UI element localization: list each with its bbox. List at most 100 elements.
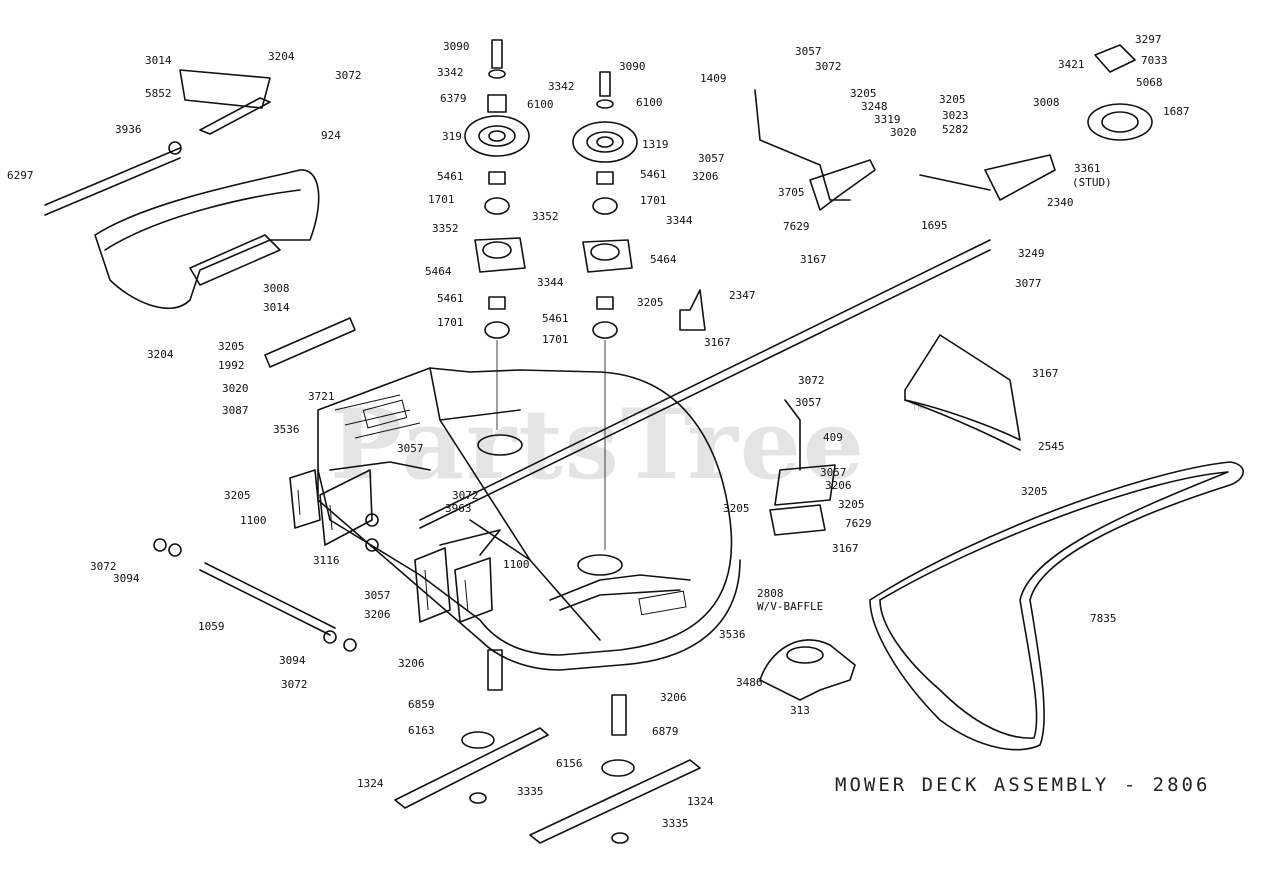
part-label: 3352 bbox=[432, 222, 459, 235]
part-label: 3057 bbox=[795, 396, 822, 409]
part-label: 5461 bbox=[437, 170, 464, 183]
part-label: 3249 bbox=[1018, 247, 1045, 260]
anti-scalp-rod bbox=[153, 317, 357, 652]
right-spindle bbox=[496, 71, 638, 550]
part-label: 3057 bbox=[795, 45, 822, 58]
part-label: 1687 bbox=[1163, 105, 1190, 118]
blades bbox=[394, 649, 701, 844]
part-label: 5282 bbox=[942, 123, 969, 136]
part-label: 3094 bbox=[279, 654, 306, 667]
part-label: 6100 bbox=[527, 98, 554, 111]
part-label: 5464 bbox=[650, 253, 677, 266]
part-label: 3167 bbox=[832, 542, 859, 555]
part-label: 3205 bbox=[850, 87, 877, 100]
part-label: 2808 bbox=[757, 587, 784, 600]
part-label: 3248 bbox=[861, 100, 888, 113]
part-label: 6163 bbox=[408, 724, 435, 737]
part-label: 5461 bbox=[437, 292, 464, 305]
part-labels: 3090 3342 6379 6100 319 5461 1701 3352 5… bbox=[7, 33, 1190, 830]
part-label: 3072 bbox=[452, 489, 479, 502]
part-label: 3205 bbox=[224, 489, 251, 502]
part-label: 3090 bbox=[619, 60, 646, 73]
part-label: 3486 bbox=[736, 676, 763, 689]
part-label: 1100 bbox=[503, 558, 530, 571]
part-label: 3087 bbox=[222, 404, 249, 417]
part-label: 319 bbox=[442, 130, 462, 143]
part-label: 6859 bbox=[408, 698, 435, 711]
part-label: 924 bbox=[321, 129, 341, 142]
part-label: 1409 bbox=[700, 72, 727, 85]
part-label: 3342 bbox=[437, 66, 464, 79]
part-label: 3342 bbox=[548, 80, 575, 93]
part-label: 3721 bbox=[308, 390, 335, 403]
part-label: 5068 bbox=[1136, 76, 1163, 89]
part-label: 3206 bbox=[692, 170, 719, 183]
part-label: 7629 bbox=[783, 220, 810, 233]
part-label: 3204 bbox=[147, 348, 174, 361]
part-label: 3705 bbox=[778, 186, 805, 199]
part-label: 3963 bbox=[445, 502, 472, 515]
part-label: 3361 bbox=[1074, 162, 1101, 175]
part-label: 3344 bbox=[537, 276, 564, 289]
part-label: 3205 bbox=[939, 93, 966, 106]
part-label: 1701 bbox=[640, 194, 667, 207]
part-label: 3072 bbox=[335, 69, 362, 82]
part-label: 3352 bbox=[532, 210, 559, 223]
part-label: 3205 bbox=[723, 502, 750, 515]
part-label: (STUD) bbox=[1072, 176, 1112, 189]
part-label: 1695 bbox=[921, 219, 948, 232]
part-label: 7835 bbox=[1090, 612, 1117, 625]
front-brackets bbox=[289, 469, 501, 623]
part-label: 3421 bbox=[1058, 58, 1085, 71]
part-label: 3057 bbox=[820, 466, 847, 479]
part-label: 3116 bbox=[313, 554, 340, 567]
part-label: 3057 bbox=[364, 589, 391, 602]
right-linkage bbox=[419, 89, 1056, 529]
part-label: 3205 bbox=[1021, 485, 1048, 498]
part-label: 6297 bbox=[7, 169, 34, 182]
deck-housing bbox=[317, 367, 741, 671]
part-label: 5461 bbox=[542, 312, 569, 325]
part-label: 1992 bbox=[218, 359, 245, 372]
part-label: 3072 bbox=[798, 374, 825, 387]
part-label: 3335 bbox=[662, 817, 689, 830]
part-label: 3057 bbox=[698, 152, 725, 165]
part-label: 7033 bbox=[1141, 54, 1168, 67]
part-label: 3206 bbox=[398, 657, 425, 670]
belt-guard bbox=[904, 334, 1021, 451]
part-label: 3205 bbox=[637, 296, 664, 309]
gear-cover bbox=[759, 639, 856, 701]
part-label: 3020 bbox=[890, 126, 917, 139]
idler-pulley bbox=[1087, 44, 1153, 141]
part-label: 409 bbox=[823, 431, 843, 444]
drive-belt bbox=[869, 461, 1244, 751]
part-label: 3536 bbox=[719, 628, 746, 641]
part-label: 3167 bbox=[1032, 367, 1059, 380]
part-label: 1059 bbox=[198, 620, 225, 633]
part-label: 3319 bbox=[874, 113, 901, 126]
left-spindle bbox=[464, 39, 530, 339]
part-label: 3023 bbox=[942, 109, 969, 122]
part-label: 2347 bbox=[729, 289, 756, 302]
part-label: 3020 bbox=[222, 382, 249, 395]
watermark-text: PartsTree bbox=[330, 388, 866, 501]
part-label: 3536 bbox=[273, 423, 300, 436]
rear-bracket bbox=[769, 399, 836, 536]
part-label: W/V-BAFFLE bbox=[757, 600, 823, 613]
part-label: 6156 bbox=[556, 757, 583, 770]
watermark-trademark: TM bbox=[911, 403, 925, 413]
front-shield bbox=[44, 69, 320, 310]
part-label: 3167 bbox=[704, 336, 731, 349]
part-label: 2340 bbox=[1047, 196, 1074, 209]
part-label: 6379 bbox=[440, 92, 467, 105]
part-label: 5852 bbox=[145, 87, 172, 100]
part-label: 313 bbox=[790, 704, 810, 717]
part-label: 3008 bbox=[263, 282, 290, 295]
part-label: 3014 bbox=[145, 54, 172, 67]
part-label: 1701 bbox=[437, 316, 464, 329]
part-label: 6100 bbox=[636, 96, 663, 109]
part-label: 3206 bbox=[364, 608, 391, 621]
part-label: 3072 bbox=[90, 560, 117, 573]
part-label: 3072 bbox=[281, 678, 308, 691]
